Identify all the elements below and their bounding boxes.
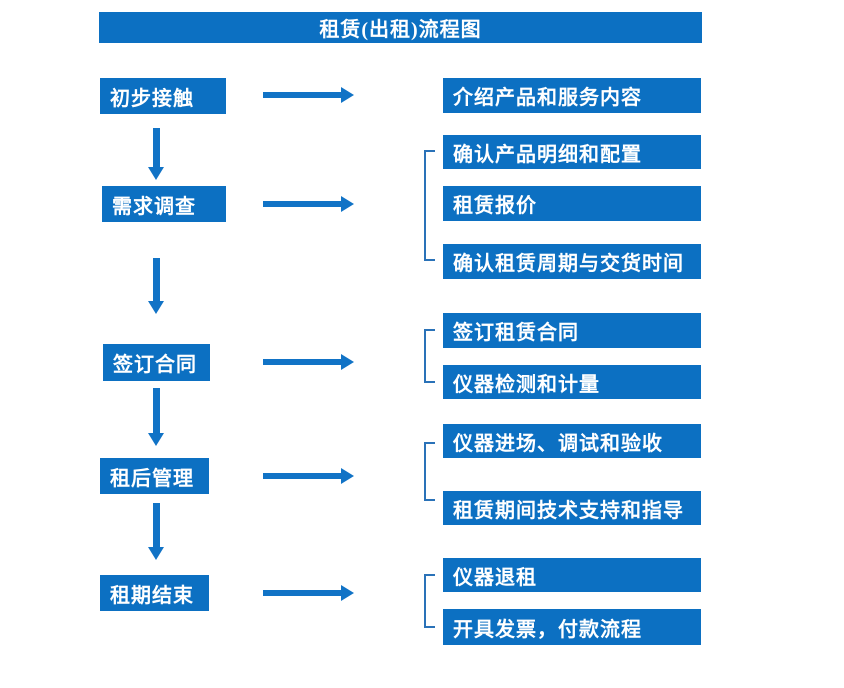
arrow-right-icon bbox=[263, 196, 354, 212]
group-bracket bbox=[424, 574, 435, 628]
arrow-right-icon bbox=[263, 468, 354, 484]
stage-box-post-rental-management: 租后管理 bbox=[100, 458, 209, 494]
detail-box-confirm-product-details: 确认产品明细和配置 bbox=[443, 135, 701, 169]
arrow-head bbox=[341, 87, 354, 103]
detail-box-instrument-return: 仪器退租 bbox=[443, 558, 701, 592]
stage-box-initial-contact: 初步接触 bbox=[100, 78, 226, 114]
arrow-shaft bbox=[152, 128, 160, 167]
arrow-head bbox=[341, 585, 354, 601]
detail-box-sign-rental-contract: 签订租赁合同 bbox=[443, 313, 701, 348]
group-bracket bbox=[424, 150, 435, 261]
stage-box-lease-end: 租期结束 bbox=[100, 575, 209, 611]
arrow-shaft bbox=[152, 258, 160, 301]
detail-box-instrument-testing: 仪器检测和计量 bbox=[443, 365, 701, 399]
arrow-head bbox=[148, 547, 164, 560]
arrow-shaft bbox=[263, 201, 341, 207]
stage-box-sign-contract: 签订合同 bbox=[103, 344, 210, 381]
arrow-right-icon bbox=[263, 354, 354, 370]
detail-box-introduce-products-services: 介绍产品和服务内容 bbox=[443, 78, 701, 113]
arrow-head bbox=[148, 167, 164, 180]
arrow-shaft bbox=[263, 473, 341, 479]
arrow-shaft bbox=[152, 503, 160, 547]
arrow-down-icon bbox=[148, 258, 164, 314]
detail-box-rental-quotation: 租赁报价 bbox=[443, 186, 701, 221]
arrow-right-icon bbox=[263, 87, 354, 103]
arrow-head bbox=[148, 301, 164, 314]
arrow-shaft bbox=[263, 359, 341, 365]
arrow-head bbox=[148, 433, 164, 446]
arrow-shaft bbox=[263, 590, 341, 596]
arrow-head bbox=[341, 354, 354, 370]
flowchart-title: 租赁(出租)流程图 bbox=[99, 12, 702, 43]
arrow-head bbox=[341, 468, 354, 484]
detail-box-technical-support: 租赁期间技术支持和指导 bbox=[443, 491, 701, 525]
arrow-shaft bbox=[263, 92, 341, 98]
arrow-down-icon bbox=[148, 503, 164, 560]
arrow-right-icon bbox=[263, 585, 354, 601]
arrow-down-icon bbox=[148, 388, 164, 446]
detail-box-confirm-period-delivery: 确认租赁周期与交货时间 bbox=[443, 244, 701, 279]
detail-box-invoice-payment: 开具发票，付款流程 bbox=[443, 609, 701, 645]
detail-box-instrument-entry-debug: 仪器进场、调试和验收 bbox=[443, 424, 701, 458]
stage-box-demand-survey: 需求调查 bbox=[102, 186, 226, 222]
arrow-shaft bbox=[152, 388, 160, 433]
group-bracket bbox=[424, 442, 435, 501]
arrow-down-icon bbox=[148, 128, 164, 180]
arrow-head bbox=[341, 196, 354, 212]
group-bracket bbox=[424, 329, 435, 383]
